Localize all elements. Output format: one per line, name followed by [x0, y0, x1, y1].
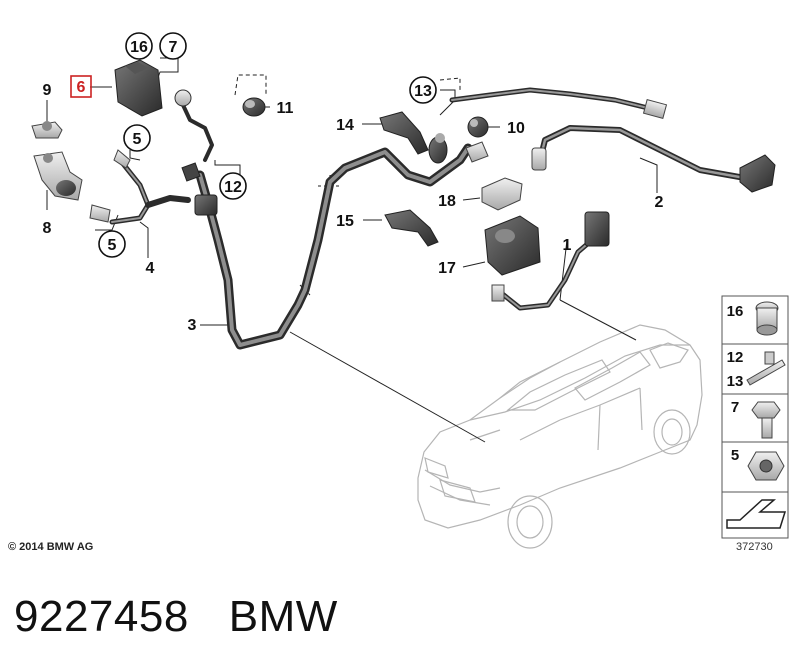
legend-panel	[721, 295, 789, 539]
cable-clamp-part	[33, 151, 83, 201]
cover-part	[481, 177, 523, 211]
legend-label-7: 7	[731, 399, 739, 416]
label-12: 12	[224, 179, 242, 196]
cable-lug-lower	[89, 204, 111, 223]
part-number: 9227458	[14, 592, 189, 641]
label-5-lower: 5	[108, 237, 117, 254]
label-7: 7	[169, 39, 178, 56]
legend-labels: 16 12 13 7 5	[727, 303, 744, 464]
label-9: 9	[43, 82, 52, 99]
hex-nut-icon	[747, 451, 785, 481]
label-4: 4	[146, 260, 155, 277]
cable-clip-part	[181, 162, 218, 216]
cable-grommet-13	[428, 133, 448, 164]
label-3: 3	[188, 317, 197, 334]
cable-2-connectors	[531, 99, 776, 193]
label-13: 13	[414, 83, 432, 100]
label-8: 8	[43, 220, 52, 237]
mounting-bracket	[384, 209, 439, 247]
part-labels: 16 7 9 6 11 5 12 8 5 4 3 13 14 10 2 18 1…	[43, 39, 664, 334]
hex-bolt-icon	[751, 401, 781, 439]
legend-label-13: 13	[727, 373, 744, 390]
label-18: 18	[438, 193, 456, 210]
label-5-upper: 5	[133, 131, 142, 148]
cable-holder-bracket	[379, 111, 429, 155]
brand-name: BMW	[228, 592, 338, 641]
diagram-reference-number: 372730	[736, 541, 773, 553]
label-15: 15	[336, 213, 354, 230]
screw-16-icon	[755, 301, 779, 336]
label-11: 11	[277, 100, 294, 117]
legend-label-12: 12	[727, 349, 744, 366]
terminal-clamp-part	[31, 121, 63, 139]
grommet-part	[242, 97, 266, 117]
battery-terminal-block-part	[114, 59, 163, 117]
battery-post-cap	[465, 116, 489, 163]
cable-tie-icon	[746, 351, 786, 386]
label-6: 6	[77, 79, 86, 96]
label-2: 2	[655, 194, 664, 211]
cables	[109, 87, 748, 350]
arrow-wedge-icon	[726, 499, 787, 529]
ring-terminal	[174, 89, 192, 107]
cable-1-plug	[491, 211, 610, 302]
label-16: 16	[130, 39, 148, 56]
car-outline	[417, 324, 703, 549]
label-1: 1	[563, 237, 572, 254]
label-circles	[98, 32, 437, 258]
copyright-notice: © 2014 BMW AG	[8, 541, 94, 553]
highlighted-part-box	[70, 75, 92, 98]
cable-lug-upper	[113, 149, 131, 169]
legend-label-16: 16	[727, 303, 744, 320]
label-10: 10	[507, 120, 525, 137]
label-17: 17	[438, 260, 456, 277]
safety-terminal-part	[484, 215, 541, 276]
label-14: 14	[336, 117, 354, 134]
legend-label-5: 5	[731, 447, 739, 464]
part-caption: 9227458 BMW	[14, 592, 338, 642]
